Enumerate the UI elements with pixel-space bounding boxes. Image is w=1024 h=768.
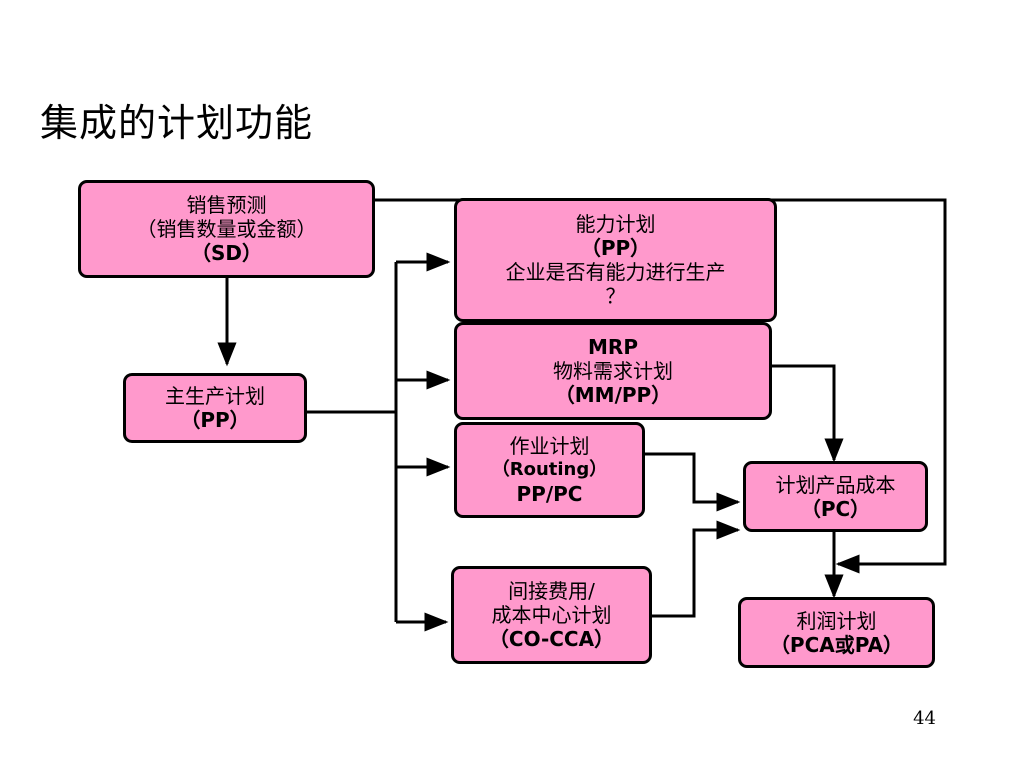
capacity-plan-line-4: ？ [605,284,626,308]
mrp-line-1: MRP [588,335,638,359]
capacity-plan-line-2: （PP） [580,236,651,260]
product-cost-box: 计划产品成本 （PC） [743,461,928,532]
mrp-box: MRP 物料需求计划 （MM/PP） [454,322,772,420]
master-plan-line-2: （PP） [180,408,250,432]
overhead-line-1: 间接费用/ [508,579,595,603]
product-cost-line-2: （PC） [800,496,871,521]
overhead-line-3: （CO-CCA） [488,627,615,651]
routing-line-1: 作业计划 [509,434,590,458]
sales-forecast-line-2: （销售数量或金额） [136,217,317,241]
routing-box: 作业计划 （Routing） PP/PC [454,422,645,518]
profit-plan-box: 利润计划 （PCA或PA） [738,597,935,668]
mrp-line-3: （MM/PP） [554,383,672,407]
overhead-box: 间接费用/ 成本中心计划 （CO-CCA） [451,566,652,664]
product-cost-line-1: 计划产品成本 [775,472,896,497]
routing-line-2: （Routing） [491,459,608,480]
capacity-plan-line-3: 企业是否有能力进行生产 [505,260,726,284]
page-number: 44 [913,708,936,729]
capacity-plan-box: 能力计划 （PP） 企业是否有能力进行生产 ？ [454,198,777,322]
profit-plan-line-1: 利润计划 [796,608,877,633]
connector-mrp-to-cost [770,364,844,463]
sales-forecast-box: 销售预测 （销售数量或金额） （SD） [78,180,375,278]
mrp-line-2: 物料需求计划 [553,359,673,383]
master-plan-box: 主生产计划 （PP） [123,373,307,443]
overhead-line-2: 成本中心计划 [491,603,612,627]
sales-forecast-line-3: （SD） [190,241,262,265]
page-title: 集成的计划功能 [40,101,314,145]
master-plan-line-1: 主生产计划 [165,384,265,408]
routing-line-3: PP/PC [516,482,583,506]
sales-forecast-line-1: 销售预测 [186,193,267,217]
profit-plan-line-2: （PCA或PA） [769,632,904,657]
capacity-plan-line-1: 能力计划 [575,212,656,236]
connector-overhead-to-cost [650,520,741,618]
connector-routing-to-cost [643,452,741,512]
